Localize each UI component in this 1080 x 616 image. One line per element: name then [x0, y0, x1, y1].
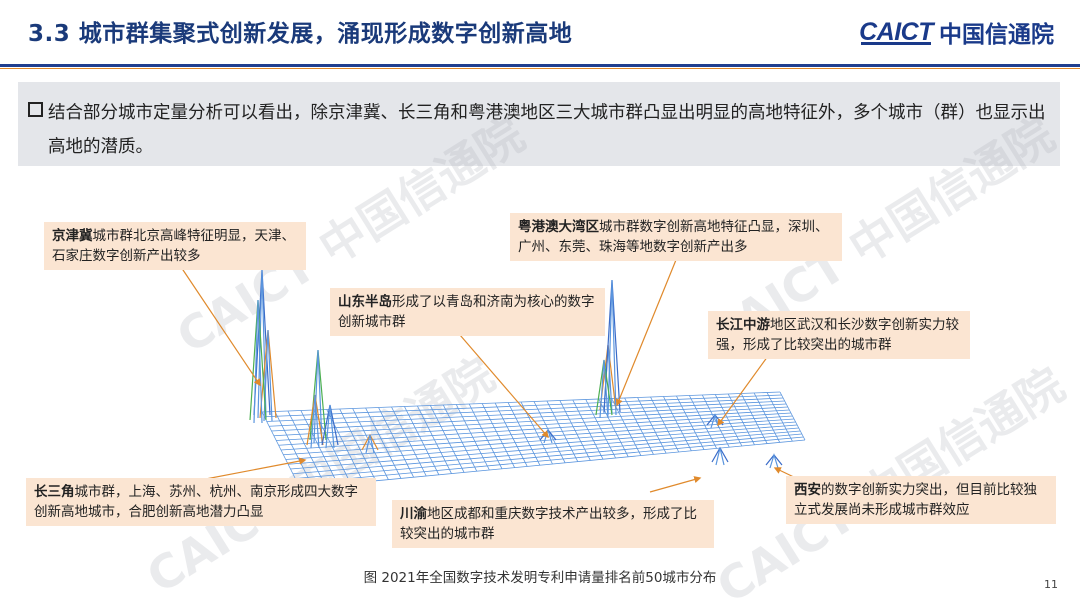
- callout-gba: 粤港澳大湾区城市群数字创新高地特征凸显，深圳、广州、东莞、珠海等地数字创新产出多: [510, 213, 842, 261]
- callout-sd-text: 形成了以青岛和济南为核心的数字创新城市群: [338, 294, 595, 330]
- square-bullet-icon: [28, 102, 43, 117]
- callout-changsanjiao: 长三角城市群，上海、苏州、杭州、南京形成四大数字创新高地城市，合肥创新高地潜力凸…: [26, 478, 376, 526]
- grid-line: [264, 394, 782, 418]
- grid-line: [292, 430, 801, 475]
- callout-jjj-bold: 京津冀: [52, 228, 93, 244]
- grid-line: [283, 418, 795, 456]
- arrow-cy: [649, 476, 702, 493]
- surface-peak: [607, 279, 617, 416]
- page-number: 11: [1044, 578, 1058, 591]
- city-distribution-3d-surface: [174, 254, 806, 493]
- grid-line: [273, 406, 788, 437]
- callout-csj-text: 城市群，上海、苏州、杭州、南京形成四大数字创新高地城市，合肥创新高地潜力凸显: [34, 484, 358, 520]
- grid-line: [299, 439, 806, 489]
- callout-changjiang: 长江中游地区武汉和长沙数字创新实力较强，形成了比较突出的城市群: [708, 311, 970, 359]
- surface-grid: [261, 391, 806, 489]
- callout-cy-bold: 川渝: [400, 506, 427, 522]
- callout-arrows: [174, 254, 801, 493]
- arrow-jjj: [174, 257, 261, 387]
- arrow-cj: [717, 355, 769, 427]
- callout-chuanyu: 川渝地区成都和重庆数字技术产出较多，形成了比较突出的城市群: [392, 500, 714, 548]
- surface-peak: [310, 394, 320, 449]
- grid-line: [280, 415, 793, 451]
- header-accent-line: [0, 68, 1080, 69]
- surface-peak: [263, 329, 273, 422]
- grid-line: [285, 421, 796, 460]
- callout-shandong: 山东半岛形成了以青岛和济南为核心的数字创新城市群: [330, 288, 605, 336]
- summary-text: 结合部分城市定量分析可以看出，除京津冀、长三角和粤港澳地区三大城市群凸显出明显的…: [48, 103, 1046, 157]
- grid-line: [261, 391, 781, 413]
- surface-peak: [543, 427, 553, 444]
- logo-en: CAICT: [859, 17, 933, 46]
- callout-xa-bold: 西安: [794, 482, 821, 498]
- grid-line: [271, 403, 787, 432]
- grid-line: [288, 424, 798, 465]
- surface-peak: [715, 447, 725, 466]
- surface-peak: [769, 452, 779, 469]
- arrow-sd: [459, 334, 549, 439]
- callout-csj-bold: 长三角: [34, 484, 75, 500]
- grid-line: [269, 400, 785, 427]
- header-divider: [0, 64, 1080, 67]
- surface-peak: [599, 359, 609, 419]
- callout-sd-bold: 山东半岛: [338, 294, 392, 310]
- callout-cy-text: 地区成都和重庆数字技术产出较多，形成了比较突出的城市群: [400, 506, 697, 542]
- callout-jjj-text: 城市群北京高峰特征明显，天津、石家庄数字创新产出较多: [52, 228, 295, 264]
- logo-cn: 中国信通院: [939, 22, 1054, 48]
- surface-peak: [365, 434, 375, 454]
- grid-line: [276, 409, 790, 441]
- callout-xa-text: 的数字创新实力突出，但目前比较独立式发展尚未形成城市群效应: [794, 482, 1037, 518]
- callout-gba-bold: 粤港澳大湾区: [518, 219, 599, 235]
- grid-line: [295, 433, 802, 479]
- callout-cj-bold: 长江中游: [716, 317, 770, 333]
- caict-logo: CAICT 中国信通院: [859, 15, 1054, 49]
- callout-jingjinji: 京津冀城市群北京高峰特征明显，天津、石家庄数字创新产出较多: [44, 222, 306, 270]
- grid-line: [297, 436, 804, 484]
- summary-box: 结合部分城市定量分析可以看出，除京津冀、长三角和粤港澳地区三大城市群凸显出明显的…: [18, 82, 1060, 166]
- callout-gba-text: 城市群数字创新高地特征凸显，深圳、广州、东莞、珠海等地数字创新产出多: [518, 219, 829, 255]
- surface-peak: [313, 349, 323, 444]
- page-title: 3.3 城市群集聚式创新发展，涌现形成数字创新高地: [28, 21, 573, 47]
- grid-line: [278, 412, 791, 446]
- surface-peaks: [249, 269, 783, 469]
- callout-xian: 西安的数字创新实力突出，但目前比较独立式发展尚未形成城市群效应: [786, 476, 1056, 524]
- callout-cj-text: 地区武汉和长沙数字创新实力较强，形成了比较突出的城市群: [716, 317, 959, 353]
- surface-peak: [325, 404, 335, 449]
- figure-caption: 图 2021年全国数字技术发明专利申请量排名前50城市分布: [363, 570, 717, 586]
- grid-line: [290, 427, 799, 470]
- arrow-gba: [615, 254, 679, 407]
